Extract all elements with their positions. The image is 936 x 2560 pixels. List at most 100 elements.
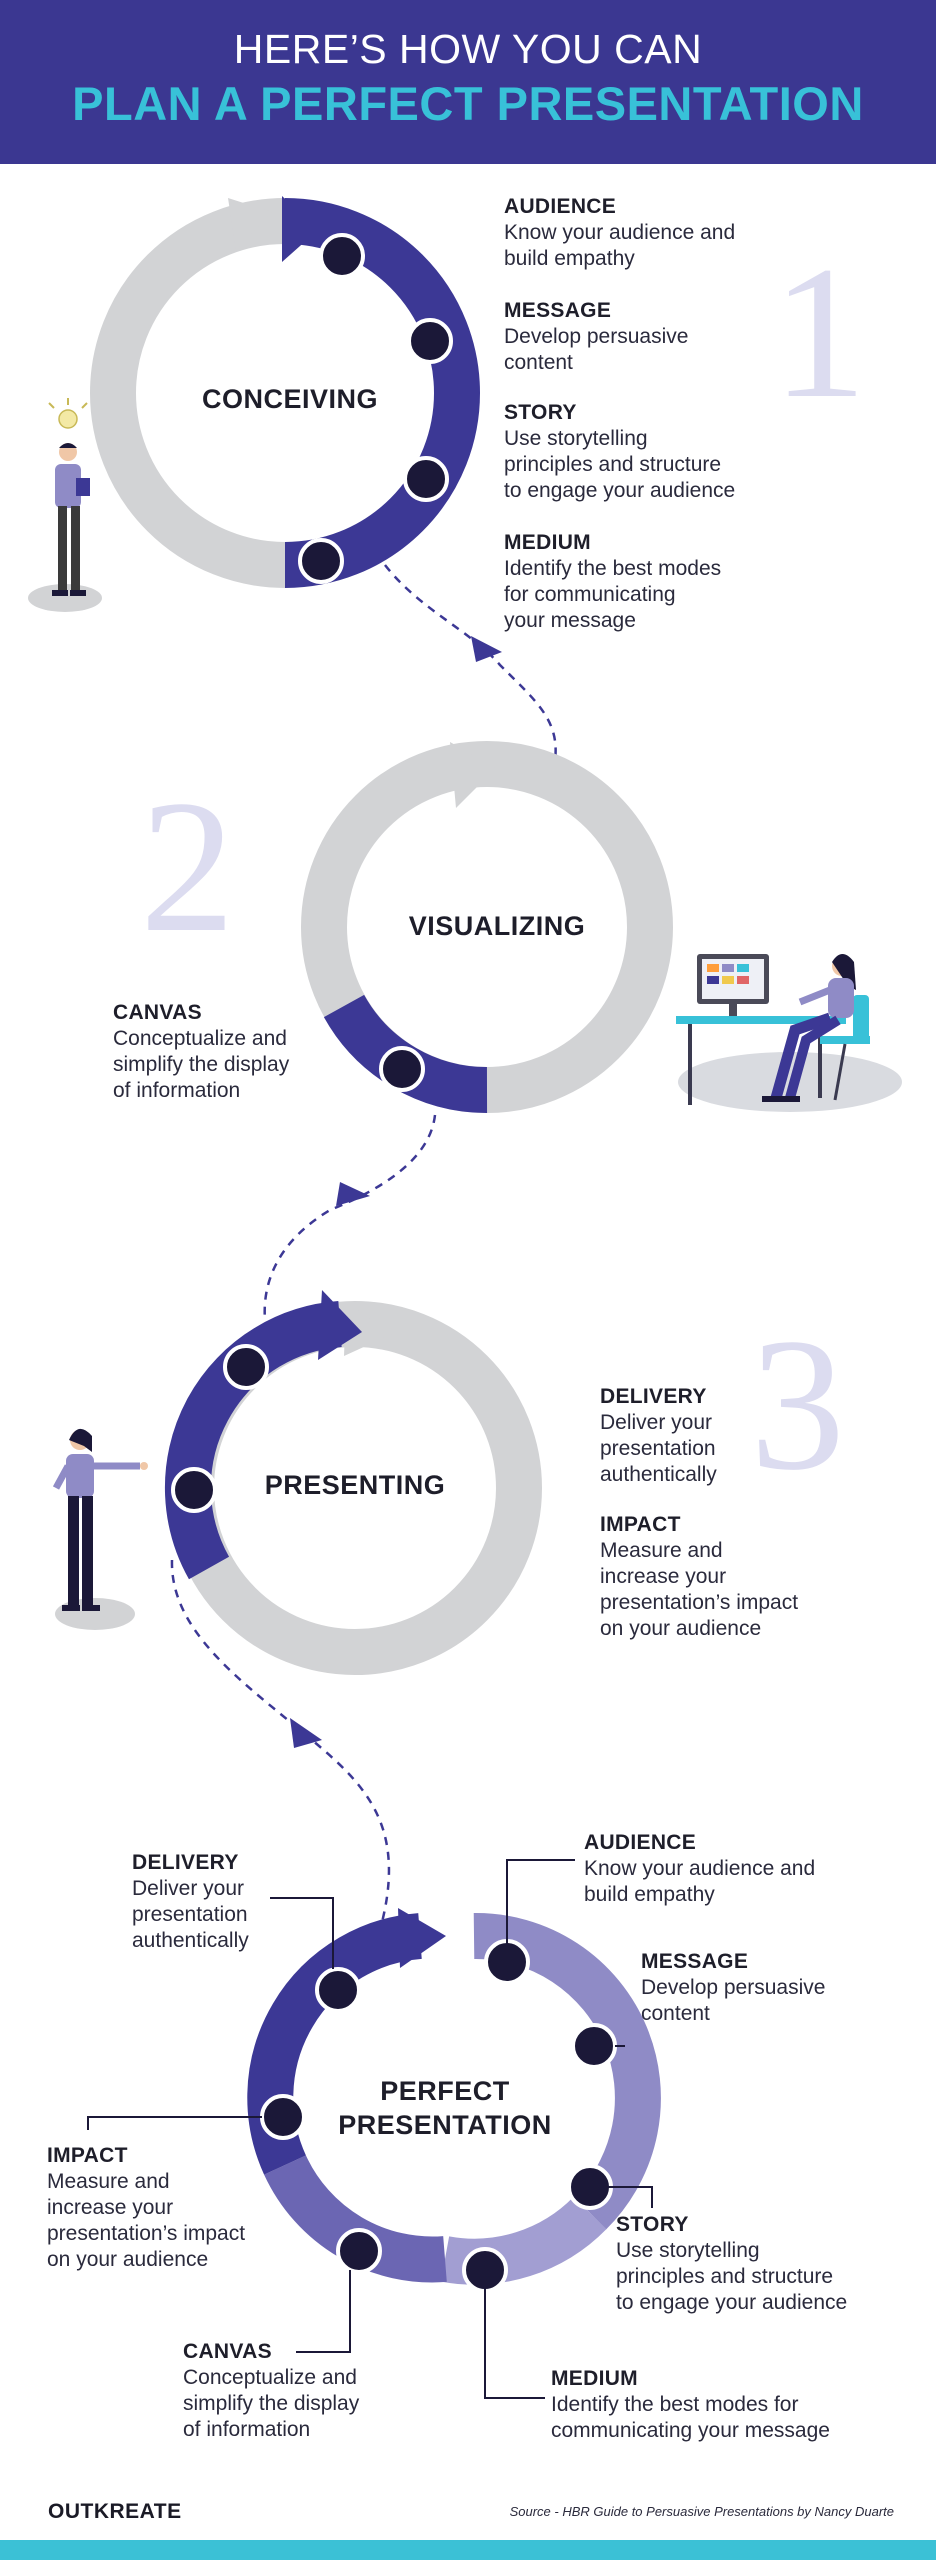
item-title: MESSAGE: [641, 1950, 749, 1973]
item-title: MEDIUM: [551, 2367, 638, 2390]
final-item-message: MESSAGE Develop persuasive content: [641, 1949, 825, 2027]
footer-accent-bar: [0, 2540, 936, 2560]
item-desc: Deliver your: [600, 1411, 713, 1434]
item-desc: Measure and: [47, 2170, 170, 2193]
stage3-dot-delivery: [223, 1344, 269, 1390]
stage1-ring: [90, 196, 480, 588]
stage2-gray-arrowhead: [450, 742, 496, 808]
item-title: DELIVERY: [600, 1385, 707, 1408]
final-dot-canvas: [336, 2228, 382, 2274]
item-desc: Deliver your: [132, 1877, 245, 1900]
connector-1-2: [384, 564, 557, 761]
stage2-number: 2: [140, 762, 235, 972]
woman-at-desk-illustration: [676, 954, 902, 1112]
item-title: AUDIENCE: [504, 195, 617, 218]
item-desc: of information: [113, 1079, 241, 1102]
connector-2-3-arrow: [336, 1182, 370, 1206]
item-desc: to engage your audience: [504, 479, 736, 502]
item-desc: communicating your message: [551, 2419, 830, 2442]
item-desc: increase your: [600, 1565, 727, 1588]
item-desc: authentically: [132, 1929, 249, 1952]
stage3-dot-impact: [171, 1467, 217, 1513]
stage3-item-delivery: DELIVERY Deliver your presentation authe…: [600, 1384, 717, 1488]
stage1-gray-arrowhead: [228, 198, 272, 250]
item-title: IMPACT: [47, 2144, 128, 2167]
item-desc: principles and structure: [616, 2265, 834, 2288]
final-item-medium: MEDIUM Identify the best modes for commu…: [551, 2366, 830, 2444]
item-desc: Use storytelling: [504, 427, 648, 450]
item-desc: Develop persuasive: [641, 1976, 826, 1999]
stage3-number: 3: [750, 1300, 845, 1510]
item-title: IMPACT: [600, 1513, 681, 1536]
item-desc: Conceptualize and: [113, 1027, 287, 1050]
item-desc: on your audience: [47, 2248, 209, 2271]
connector-3-final-arrow: [290, 1718, 322, 1748]
final-item-story: STORY Use storytelling principles and st…: [616, 2212, 847, 2316]
final-leader-lines: [87, 1859, 653, 2399]
stage2-label: VISUALIZING: [408, 911, 586, 941]
stage3-item-impact: IMPACT Measure and increase your present…: [600, 1512, 798, 1642]
item-desc: to engage your audience: [616, 2291, 848, 2314]
final-dot-impact: [260, 2094, 306, 2140]
connector-3-final: [170, 1559, 391, 1931]
stage1-dot-medium: [298, 538, 344, 584]
final-label: PERFECT PRESENTATION: [305, 2074, 585, 2142]
header-line-2: PLAN A PERFECT PRESENTATION: [72, 77, 864, 130]
final-label-line1: PERFECT: [380, 2076, 510, 2106]
final-item-canvas: CANVAS Conceptualize and simplify the di…: [183, 2339, 359, 2443]
stage2-ring: [301, 741, 673, 1114]
stage3-ring: [164, 1290, 542, 1675]
item-desc: build empathy: [504, 247, 635, 270]
item-desc: Know your audience and: [504, 221, 736, 244]
item-desc: increase your: [47, 2196, 174, 2219]
item-desc: presentation’s impact: [47, 2222, 246, 2245]
item-title: AUDIENCE: [584, 1831, 697, 1854]
item-title: DELIVERY: [132, 1851, 239, 1874]
item-desc: Identify the best modes for: [551, 2393, 799, 2416]
stage3-navy-arrowhead: [318, 1290, 362, 1360]
final-item-impact: IMPACT Measure and increase your present…: [47, 2143, 245, 2273]
final-ring: [247, 1908, 661, 2293]
item-desc: content: [641, 2002, 710, 2025]
item-desc: authentically: [600, 1463, 717, 1486]
stage1-item-medium: MEDIUM Identify the best modes for commu…: [504, 530, 721, 634]
connector-2-3: [263, 1114, 437, 1321]
header-banner: HERE’S HOW YOU CAN PLAN A PERFECT PRESEN…: [0, 0, 936, 164]
stage1-label: CONCEIVING: [201, 384, 379, 414]
item-desc: presentation: [600, 1437, 716, 1460]
stage1-number: 1: [772, 228, 867, 438]
item-desc: Know your audience and: [584, 1857, 816, 1880]
item-desc: of information: [183, 2418, 311, 2441]
item-title: STORY: [616, 2213, 689, 2236]
item-desc: simplify the display: [183, 2392, 360, 2415]
presenting-woman-illustration: [52, 1428, 148, 1630]
item-desc: Use storytelling: [616, 2239, 760, 2262]
stage1-item-message: MESSAGE Develop persuasive content: [504, 298, 688, 376]
final-item-audience: AUDIENCE Know your audience and build em…: [584, 1830, 815, 1908]
item-desc: simplify the display: [113, 1053, 290, 1076]
item-desc: Conceptualize and: [183, 2366, 357, 2389]
stage1-dot-story: [403, 456, 449, 502]
header-line-1: HERE’S HOW YOU CAN: [233, 26, 703, 72]
brand-logo: OUTKREATE: [48, 2500, 182, 2523]
final-dot-delivery: [315, 1967, 361, 2013]
final-label-line2: PRESENTATION: [338, 2110, 552, 2140]
item-desc: on your audience: [600, 1617, 762, 1640]
stage1-item-audience: AUDIENCE Know your audience and build em…: [504, 194, 735, 272]
source-citation: Source - HBR Guide to Persuasive Present…: [509, 2504, 894, 2519]
stage3-gray-arrowhead: [344, 1302, 392, 1356]
final-dot-message: [571, 2023, 617, 2069]
stage1-dot-audience: [319, 233, 365, 279]
stage2-dot-canvas: [379, 1046, 425, 1092]
item-title: CANVAS: [113, 1001, 202, 1024]
item-title: STORY: [504, 401, 577, 424]
item-desc: for communicating: [504, 583, 676, 606]
item-desc: presentation’s impact: [600, 1591, 799, 1614]
item-desc: Identify the best modes: [504, 557, 722, 580]
item-title: MESSAGE: [504, 299, 612, 322]
item-desc: build empathy: [584, 1883, 715, 1906]
item-desc: your message: [504, 609, 636, 632]
man-with-lightbulb-illustration: [28, 398, 102, 612]
stage1-navy-arrowhead: [282, 196, 318, 262]
